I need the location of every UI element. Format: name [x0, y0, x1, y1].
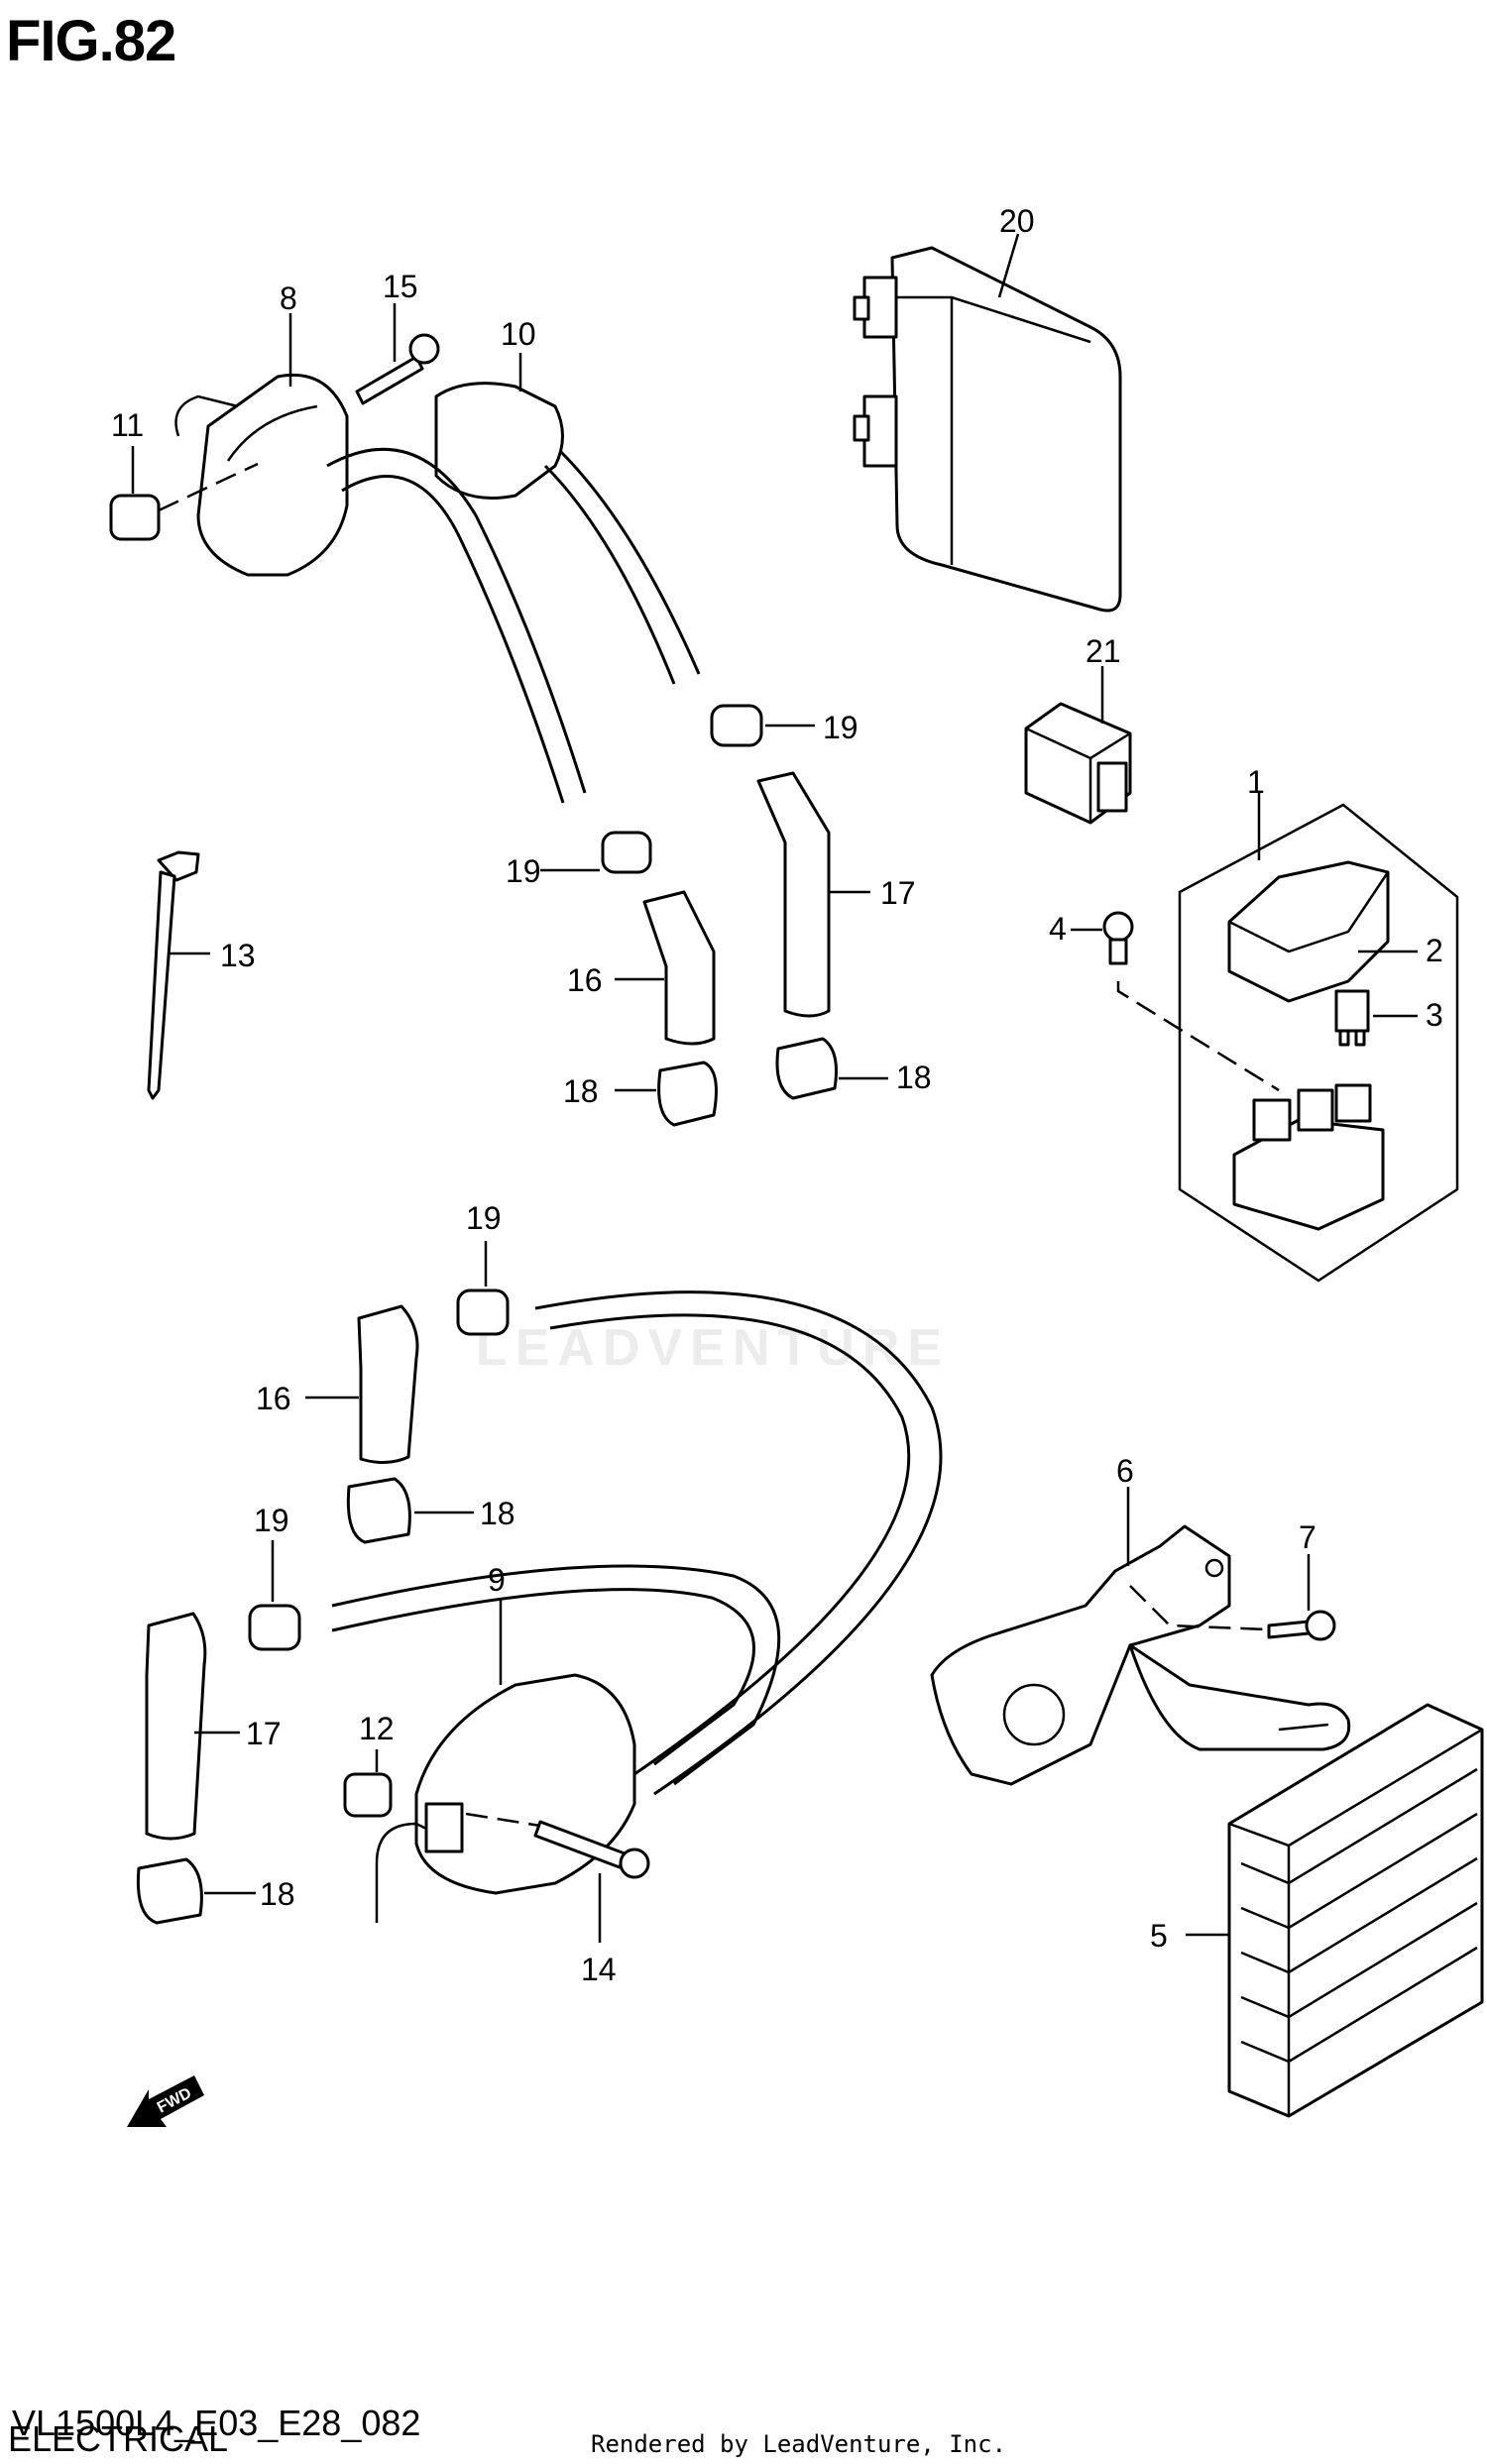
- seal-19d[interactable]: [248, 1604, 301, 1651]
- callout-3: 3: [1426, 997, 1443, 1033]
- callout-2: 2: [1426, 933, 1443, 968]
- callout-9: 9: [488, 1562, 506, 1598]
- callout-21: 21: [1086, 633, 1121, 669]
- spacer-11[interactable]: [109, 494, 161, 541]
- fuse[interactable]: [1334, 989, 1370, 1047]
- plug-cap-17a[interactable]: [756, 771, 831, 1018]
- starter-relay-group-box: [1178, 803, 1459, 1283]
- screw-7[interactable]: [1267, 1610, 1336, 1641]
- seal-18b[interactable]: [775, 1037, 838, 1100]
- callout-6: 6: [1116, 1453, 1134, 1489]
- ecm-unit[interactable]: [853, 246, 1122, 613]
- callout-20: 20: [999, 203, 1035, 239]
- callout-18d: 18: [260, 1876, 295, 1912]
- seal-18c[interactable]: [346, 1477, 411, 1544]
- cable-tie[interactable]: [147, 850, 200, 1100]
- callout-10: 10: [501, 316, 536, 352]
- seal-19c[interactable]: [456, 1288, 510, 1336]
- callout-12: 12: [359, 1711, 395, 1746]
- callout-19d: 19: [254, 1503, 289, 1538]
- seal-18d[interactable]: [136, 1857, 203, 1925]
- bolt-4[interactable]: [1102, 911, 1134, 965]
- callout-13: 13: [220, 938, 256, 973]
- plug-cap-17b[interactable]: [145, 1612, 207, 1841]
- bracket[interactable]: [930, 1524, 1351, 1786]
- callout-19c: 19: [466, 1200, 502, 1236]
- forward-arrow-icon: FWD: [127, 2075, 204, 2127]
- regulator-rectifier[interactable]: [1227, 1703, 1484, 2118]
- callout-17a: 17: [880, 875, 916, 911]
- callout-18b: 18: [896, 1060, 932, 1095]
- relay-cover[interactable]: [1227, 860, 1390, 1003]
- callout-16b: 16: [256, 1381, 291, 1416]
- render-credit: Rendered by LeadVenture, Inc.: [591, 2430, 1007, 2458]
- plug-cap-16b[interactable]: [357, 1304, 419, 1464]
- starter-relay[interactable]: [1232, 1083, 1385, 1231]
- relay[interactable]: [1024, 702, 1132, 825]
- figure-title: FIG.82: [6, 9, 176, 73]
- diagram-code: VL1500L4_E03_E28_082: [12, 2403, 421, 2443]
- callout-5: 5: [1150, 1918, 1168, 1954]
- ignition-coil-10[interactable]: [434, 382, 564, 500]
- bolt-15[interactable]: [355, 333, 440, 405]
- ignition-coil-9[interactable]: [375, 1673, 636, 1923]
- callout-1: 1: [1247, 764, 1265, 800]
- callout-19a: 19: [506, 853, 541, 889]
- callout-7: 7: [1299, 1519, 1316, 1555]
- callout-19b: 19: [823, 710, 858, 745]
- plug-cap-16a[interactable]: [642, 890, 716, 1046]
- ignition-coil-8[interactable]: [174, 373, 349, 577]
- callout-17b: 17: [246, 1716, 282, 1751]
- callout-18c: 18: [480, 1496, 515, 1531]
- section-name-visible: ELECTRICAL: [8, 2418, 229, 2459]
- callout-16a: 16: [567, 962, 603, 998]
- callout-18a: 18: [563, 1073, 599, 1109]
- callout-15: 15: [383, 269, 418, 304]
- spacer-12[interactable]: [343, 1772, 393, 1818]
- bolt-14[interactable]: [533, 1820, 650, 1879]
- seal-19b[interactable]: [710, 704, 763, 747]
- callout-14: 14: [581, 1952, 617, 1987]
- callout-8: 8: [280, 280, 297, 316]
- seal-18a[interactable]: [657, 1061, 718, 1127]
- seal-19a[interactable]: [601, 831, 652, 874]
- callout-4: 4: [1049, 911, 1067, 947]
- callout-11: 11: [111, 407, 144, 443]
